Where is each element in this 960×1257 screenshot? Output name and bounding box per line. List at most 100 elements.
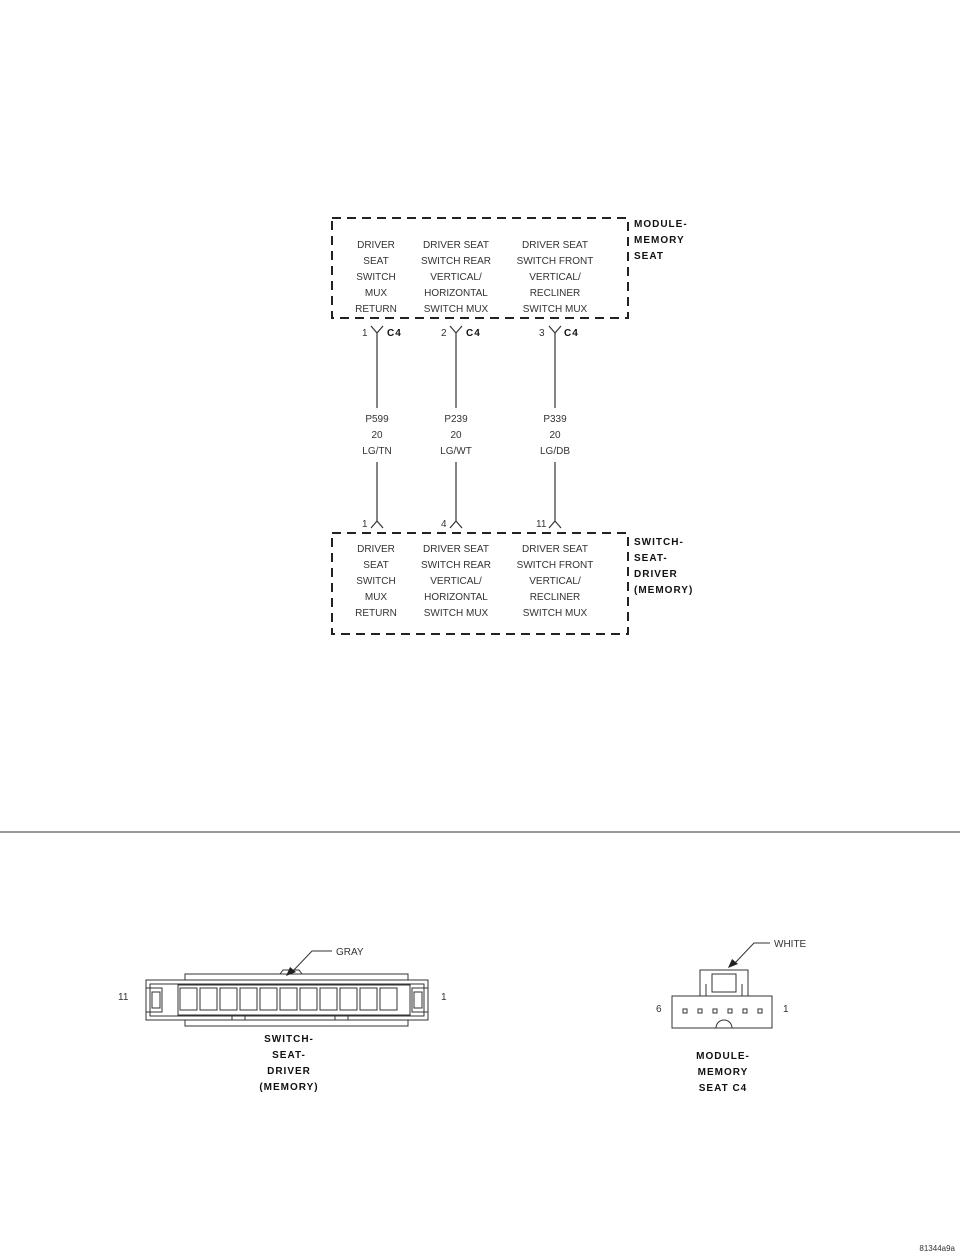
white-callout-line (733, 942, 770, 965)
cavity-8 (239, 987, 258, 1011)
cavity-2 (359, 987, 378, 1011)
wire-1-circuit: P599 (365, 414, 389, 425)
top-pin-2: 2 (441, 328, 447, 339)
top-c1-line-5: RETURN (355, 304, 397, 315)
c4-cavity-5 (697, 1008, 703, 1014)
c4-pin-6: 6 (656, 1004, 662, 1015)
top-c2-line-1: DRIVER SEAT (423, 240, 489, 251)
left-connector-label: SWITCH- SEAT- DRIVER (MEMORY) (259, 1034, 318, 1093)
left-connector-label-1: SWITCH- (264, 1034, 314, 1045)
wire-3-circuit: P339 (543, 414, 567, 425)
module-memory-seat-c4-connector (671, 942, 773, 1029)
wire-2-top-terminal (449, 325, 463, 408)
connector-cavity-frame (177, 984, 411, 1016)
module-label-line-1: MODULE- (634, 219, 688, 230)
connector-bottom-tabs (231, 1016, 349, 1020)
top-connector-c4-3: C4 (564, 328, 579, 339)
bot-c2-line-2: SWITCH REAR (421, 560, 491, 571)
bot-c2-line-1: DRIVER SEAT (423, 544, 489, 555)
left-connector-label-3: DRIVER (267, 1066, 311, 1077)
connector-bottom-rib (184, 1020, 409, 1027)
top-connector-c4-2: C4 (466, 328, 481, 339)
cavity-5 (299, 987, 318, 1011)
top-c2-line-2: SWITCH REAR (421, 256, 491, 267)
switch-label-line-2: SEAT- (634, 553, 668, 564)
white-callout-label: WHITE (774, 939, 807, 950)
cavity-7 (259, 987, 278, 1011)
figure-id: 81344a9a (919, 1244, 955, 1253)
right-connector-label-1: MODULE- (696, 1051, 750, 1062)
top-circuit-labels: DRIVER SEAT SWITCH MUX RETURN DRIVER SEA… (355, 240, 593, 315)
top-c1-line-4: MUX (365, 288, 388, 299)
switch-label-line-4: (MEMORY) (634, 585, 693, 596)
gray-callout-arrow (286, 967, 296, 976)
left-connector-label-2: SEAT- (272, 1050, 306, 1061)
wire-1-top-terminal (370, 325, 384, 408)
left-connector-label-4: (MEMORY) (259, 1082, 318, 1093)
top-c3-line-3: VERTICAL/ (529, 272, 581, 283)
top-c1-line-1: DRIVER (357, 240, 395, 251)
c4-cavity-3 (727, 1008, 733, 1014)
bottom-pin-4: 4 (441, 519, 447, 530)
c4-lock-tower (699, 969, 749, 997)
top-c2-line-3: VERTICAL/ (430, 272, 482, 283)
right-connector-label-2: MEMORY (698, 1067, 749, 1078)
wire-1-gauge: 20 (371, 430, 383, 441)
module-label-line-2: MEMORY (634, 235, 685, 246)
bot-c2-line-4: HORIZONTAL (424, 592, 488, 603)
c4-cavity-6 (682, 1008, 688, 1014)
wire-2-gauge: 20 (450, 430, 462, 441)
bot-c3-line-4: RECLINER (530, 592, 581, 603)
switch-seat-driver-connector (145, 950, 429, 1027)
top-c2-line-4: HORIZONTAL (424, 288, 488, 299)
wire-labels: P599 20 LG/TN P239 20 LG/WT P339 20 LG/D… (362, 414, 570, 457)
bot-c1-line-4: MUX (365, 592, 388, 603)
c4-cavity-4 (712, 1008, 718, 1014)
right-connector-label: MODULE- MEMORY SEAT C4 (696, 1051, 750, 1094)
wire-1-color: LG/TN (362, 446, 391, 457)
wire-1-bottom-terminal (370, 462, 384, 529)
wire-3-color: LG/DB (540, 446, 570, 457)
module-label-line-3: SEAT (634, 251, 664, 262)
cavity-11 (179, 987, 198, 1011)
bottom-pin-11: 11 (536, 519, 547, 530)
cavity-6 (279, 987, 298, 1011)
wires (370, 325, 562, 529)
wire-3-top-terminal (548, 325, 562, 408)
switch-label-line-3: DRIVER (634, 569, 678, 580)
bottom-pins: 1 4 11 (362, 519, 547, 530)
bot-c3-line-2: SWITCH FRONT (517, 560, 594, 571)
bot-c1-line-3: SWITCH (356, 576, 395, 587)
wire-2-color: LG/WT (440, 446, 472, 457)
connector-top-rib (184, 973, 409, 980)
bot-c1-line-1: DRIVER (357, 544, 395, 555)
top-pin-1: 1 (362, 328, 368, 339)
bot-c1-line-5: RETURN (355, 608, 397, 619)
c4-lock-tab (711, 973, 737, 993)
wire-2-bottom-terminal (449, 462, 463, 529)
bot-c3-line-1: DRIVER SEAT (522, 544, 588, 555)
cavity-3 (339, 987, 358, 1011)
left-connector-pin-1: 1 (441, 992, 447, 1003)
switch-seat-driver-box (331, 532, 629, 635)
bot-c3-line-5: SWITCH MUX (523, 608, 588, 619)
top-connector-c4-1: C4 (387, 328, 402, 339)
c4-bottom-notch (715, 1019, 733, 1029)
connector-left-latch (145, 987, 163, 1013)
bottom-pin-1: 1 (362, 519, 368, 530)
connector-right-latch (411, 987, 429, 1013)
wire-2-circuit: P239 (444, 414, 468, 425)
module-memory-seat-label: MODULE- MEMORY SEAT (634, 219, 688, 262)
module-memory-seat-box (331, 217, 629, 319)
white-callout-arrow (728, 959, 738, 968)
c4-lock-rails (705, 984, 743, 996)
top-pins: 1 C4 2 C4 3 C4 (362, 328, 579, 339)
cavity-10 (199, 987, 218, 1011)
bot-c1-line-2: SEAT (363, 560, 388, 571)
c4-pin-1: 1 (783, 1004, 789, 1015)
bottom-circuit-labels: DRIVER SEAT SWITCH MUX RETURN DRIVER SEA… (355, 544, 593, 619)
connector-inner-housing (149, 983, 425, 1017)
bot-c3-line-3: VERTICAL/ (529, 576, 581, 587)
top-c1-line-2: SEAT (363, 256, 388, 267)
